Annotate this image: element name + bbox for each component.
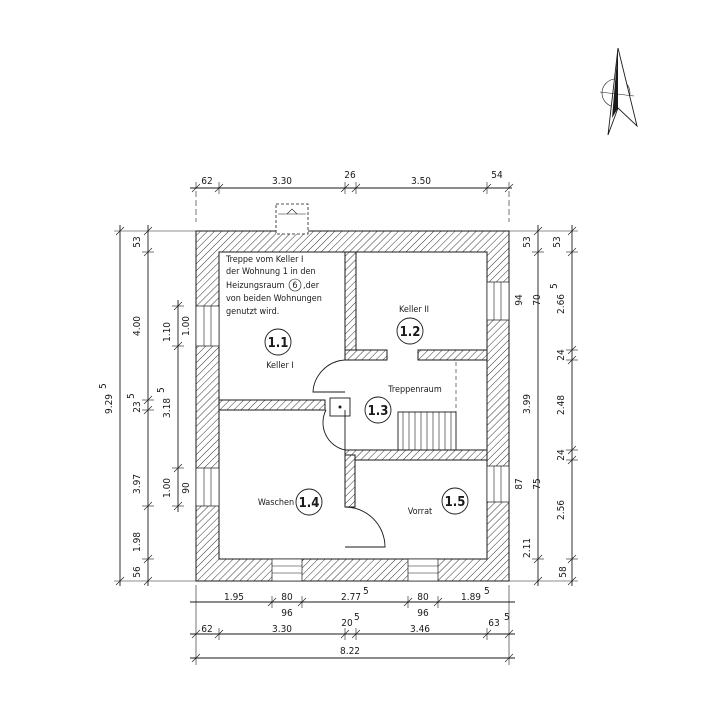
svg-text:genutzt wird.: genutzt wird. [226, 307, 279, 317]
room-1-4: Waschen 1.4 [258, 488, 323, 516]
svg-text:5: 5 [549, 283, 560, 289]
dimension-left-mid: 53 4.00 23 5 3.97 1.98 56 [126, 225, 154, 586]
svg-text:58: 58 [558, 566, 569, 578]
north-arrow-icon [599, 47, 638, 136]
svg-text:Heizungsraum: Heizungsraum [226, 281, 285, 291]
svg-text:5: 5 [126, 393, 137, 399]
svg-text:5: 5 [484, 586, 490, 597]
svg-text:,der: ,der [303, 281, 320, 291]
svg-text:1.10: 1.10 [162, 322, 173, 342]
svg-text:2.48: 2.48 [556, 395, 567, 415]
svg-text:96: 96 [281, 608, 293, 619]
doors [312, 359, 386, 548]
svg-text:1.89: 1.89 [461, 592, 481, 603]
svg-text:23: 23 [132, 401, 143, 412]
windows [195, 281, 510, 582]
svg-text:24: 24 [556, 449, 567, 461]
staircase [329, 362, 457, 451]
svg-text:1.98: 1.98 [132, 532, 143, 552]
svg-text:3.97: 3.97 [132, 474, 143, 494]
note-text: Treppe vom Keller I der Wohnung 1 in den… [225, 255, 322, 317]
svg-text:87: 87 [514, 478, 525, 489]
svg-text:2.11: 2.11 [522, 538, 533, 558]
svg-text:54: 54 [491, 170, 503, 181]
svg-text:3.30: 3.30 [272, 624, 292, 635]
svg-text:20: 20 [341, 618, 353, 629]
svg-text:2.56: 2.56 [556, 500, 567, 520]
svg-text:53: 53 [522, 236, 533, 247]
room-1-1: 1.1 Keller I [264, 328, 294, 371]
svg-text:1.1: 1.1 [268, 336, 289, 351]
dimension-right-inner: 53 94 70 3.99 87 75 2.11 58 [509, 225, 569, 586]
dimension-top: 62 3.30 26 3.50 54 [190, 170, 514, 222]
svg-text:Vorrat: Vorrat [408, 507, 432, 517]
svg-text:1.5: 1.5 [445, 495, 466, 510]
svg-text:26: 26 [344, 170, 356, 181]
svg-text:1.3: 1.3 [368, 404, 389, 419]
svg-text:5: 5 [504, 612, 510, 623]
svg-text:1.4: 1.4 [299, 496, 320, 511]
room-1-5: Vorrat 1.5 [408, 487, 469, 517]
svg-text:75: 75 [532, 478, 543, 489]
svg-text:62: 62 [201, 176, 212, 187]
dimension-total: 8.22 [190, 646, 515, 663]
svg-text:96: 96 [417, 608, 429, 619]
svg-text:62: 62 [201, 624, 212, 635]
svg-text:1.00: 1.00 [181, 316, 192, 336]
svg-text:3.46: 3.46 [410, 624, 430, 635]
svg-text:56: 56 [132, 566, 143, 578]
svg-text:3.18: 3.18 [162, 398, 173, 418]
svg-text:5: 5 [363, 586, 369, 597]
svg-text:Treppenraum: Treppenraum [387, 385, 442, 395]
svg-text:80: 80 [281, 592, 293, 603]
dimension-right-outer: 53 2.66 5 24 2.48 24 2.56 [544, 225, 578, 586]
svg-text:2.66: 2.66 [556, 294, 567, 314]
svg-text:90: 90 [181, 482, 192, 494]
svg-text:70: 70 [532, 294, 543, 306]
svg-text:5: 5 [156, 387, 167, 393]
chimney [275, 203, 309, 235]
svg-text:94: 94 [514, 294, 525, 306]
inner-walls [218, 251, 488, 508]
dimension-left-inner: 1.10 1.00 3.18 5 1.00 90 [156, 300, 192, 512]
dimension-bottom-2: 62 3.30 20 5 3.46 63 5 [190, 612, 515, 640]
svg-text:6: 6 [292, 281, 297, 291]
dimension-bottom-1: 1.95 80 2.77 5 80 1.89 5 96 96 [190, 585, 515, 665]
svg-text:4.00: 4.00 [132, 316, 143, 336]
svg-text:Waschen: Waschen [258, 498, 294, 508]
svg-text:9.29: 9.29 [104, 394, 115, 414]
svg-text:Keller I: Keller I [266, 361, 294, 371]
svg-text:1.2: 1.2 [400, 325, 421, 340]
svg-text:8.22: 8.22 [340, 646, 360, 657]
svg-text:3.30: 3.30 [272, 176, 292, 187]
svg-text:Keller II: Keller II [399, 305, 429, 315]
svg-text:5: 5 [98, 383, 109, 389]
svg-text:2.77: 2.77 [341, 592, 361, 603]
svg-text:der Wohnung 1 in den: der Wohnung 1 in den [226, 267, 316, 277]
svg-text:von beiden Wohnungen: von beiden Wohnungen [226, 294, 322, 304]
svg-text:5: 5 [354, 612, 360, 623]
svg-text:53: 53 [552, 236, 563, 247]
dimension-left-outer: 9.29 5 [98, 225, 196, 586]
svg-text:80: 80 [417, 592, 429, 603]
svg-text:Treppe vom Keller I: Treppe vom Keller I [225, 255, 303, 265]
svg-text:24: 24 [556, 349, 567, 361]
room-1-3: Treppenraum 1.3 [364, 385, 442, 424]
svg-text:1.00: 1.00 [162, 478, 173, 498]
svg-text:63: 63 [488, 618, 499, 629]
svg-text:1.95: 1.95 [224, 592, 244, 603]
svg-text:3.50: 3.50 [411, 176, 431, 187]
svg-text:53: 53 [132, 236, 143, 247]
svg-text:3.99: 3.99 [522, 394, 533, 414]
room-1-2: Keller II 1.2 [396, 305, 429, 345]
